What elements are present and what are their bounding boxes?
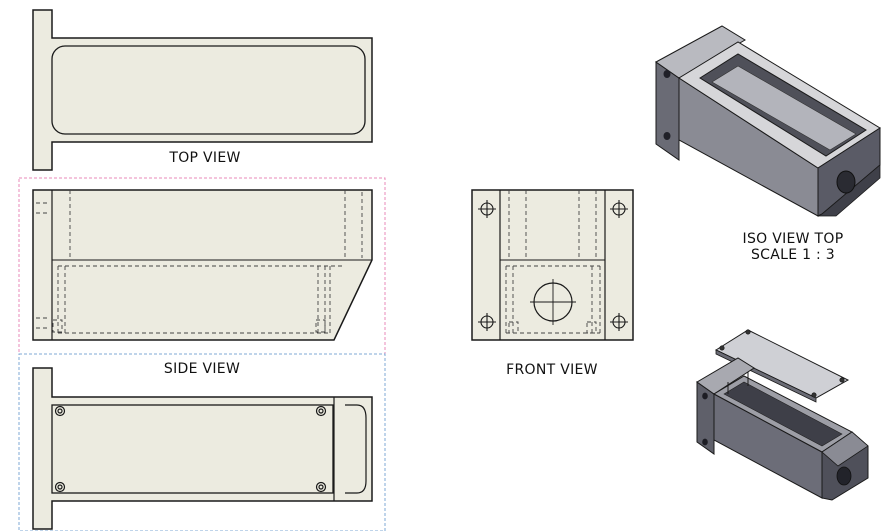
- bottom-view-drawing[interactable]: [32, 367, 373, 530]
- iso-exploded-chamfer: [821, 431, 869, 467]
- bottom-view-screw-holes: [54, 405, 327, 493]
- bottom-view-outline: [32, 367, 373, 530]
- top-view-outline: [32, 9, 373, 171]
- iso-exploded-end-hole: [836, 466, 852, 486]
- front-view-center-hole: [530, 279, 576, 325]
- iso-top-flange-hole-1: [663, 70, 671, 78]
- front-view-hidden-lines: [505, 190, 601, 334]
- side-view-outline: [32, 189, 373, 341]
- iso-top-pocket-floor: [711, 65, 857, 151]
- iso-top-chamfer: [817, 164, 881, 217]
- top-view-pocket: [51, 45, 366, 135]
- iso-top-end-hole: [836, 170, 856, 194]
- bottom-view-frame: [18, 353, 386, 531]
- iso-top-flange-hole-2: [663, 132, 671, 140]
- side-view-hidden-lines: [36, 190, 363, 334]
- front-view-corner-holes: [478, 200, 628, 331]
- iso-exploded-flange-edge: [696, 357, 755, 395]
- iso-view-label-line1: ISO VIEW TOP: [742, 231, 844, 247]
- iso-exploded-flange-hole-1: [702, 392, 708, 400]
- iso-view-exploded[interactable]: [696, 329, 869, 501]
- iso-view-label-line2: SCALE 1 : 3: [750, 247, 836, 263]
- front-view-label: FRONT VIEW: [506, 362, 598, 378]
- bottom-view-cover-plate: [51, 404, 334, 494]
- front-view-outline: [471, 189, 634, 341]
- side-view-label: SIDE VIEW: [163, 361, 241, 377]
- bottom-view-end-radius: [345, 404, 367, 494]
- iso-exploded-cover-screws: [719, 329, 845, 398]
- front-view-drawing[interactable]: [471, 189, 634, 341]
- top-view-drawing[interactable]: [32, 9, 373, 171]
- top-view-label: TOP VIEW: [169, 150, 241, 166]
- iso-view-top[interactable]: [655, 25, 881, 217]
- iso-exploded-top-inner: [723, 381, 843, 447]
- iso-exploded-flange-hole-2: [702, 438, 708, 446]
- side-view-drawing[interactable]: [32, 189, 373, 341]
- iso-top-flange-edge: [655, 25, 746, 79]
